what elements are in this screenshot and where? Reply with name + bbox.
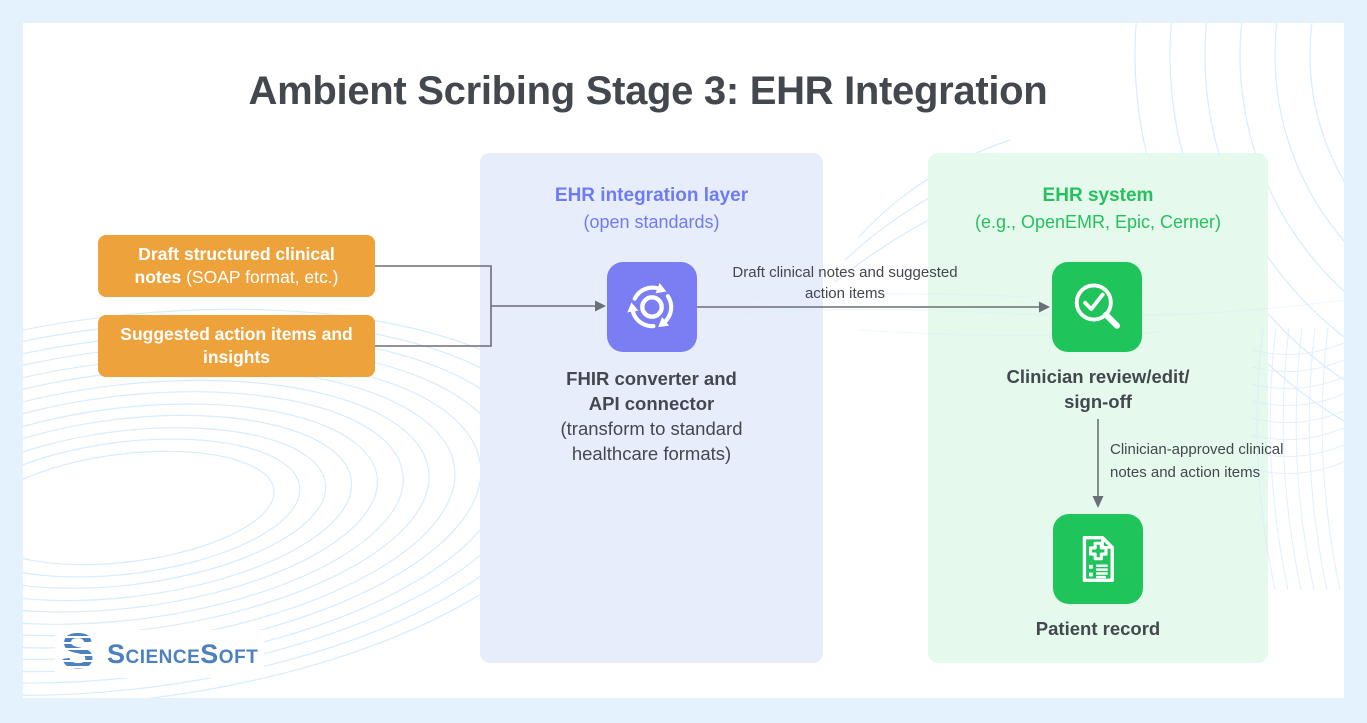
ehr-panel-subheading: (e.g., OpenEMR, Epic, Cerner) [974,212,1222,232]
merge-bracket [375,265,492,347]
integration-panel-heading: EHR integration layer [554,185,749,206]
integration-panel-subheading: (open standards) [583,212,720,232]
draft-notes-bold-text: Draft structured clinical notes [134,244,335,287]
arrow-to-record-head [1092,496,1104,508]
arrow-to-integration-head [595,300,606,312]
clinician-review-icon-tile [1052,262,1142,352]
flow-label-approved-notes: Clinician-approved clinical notes and ac… [1110,441,1284,481]
flow-label-draft-notes: Draft clinical notes and suggested actio… [732,264,958,302]
draft-notes-normal-text: (SOAP format, etc.) [181,267,339,287]
fhir-converter-icon-tile [607,262,697,352]
sciencesoft-logo-icon: S [61,632,103,676]
arrow-to-ehr-head [1039,301,1050,313]
ehr-integration-panel: EHR integration layer (open standards) [480,153,823,663]
fhir-converter-label: FHIR converter and API connector (transf… [560,368,743,464]
patient-record-label: Patient record [1035,618,1161,639]
ehr-panel-heading: EHR system [1042,185,1154,206]
page-title: Ambient Scribing Stage 3: EHR Integratio… [248,69,1048,113]
sciencesoft-logo: S ScienceSoft [55,630,265,678]
action-items-text: Suggested action items and insights [120,324,353,367]
sciencesoft-logo-text: ScienceSoft [107,638,259,669]
clinician-review-label: Clinician review/edit/ sign-off [1006,366,1190,412]
draft-notes-box: Draft structured clinical notes (SOAP fo… [98,235,375,297]
sync-cycle-icon [627,282,674,329]
medical-record-icon [1082,536,1114,582]
action-items-box: Suggested action items and insights [98,315,375,377]
magnifier-check-icon [1074,283,1120,329]
patient-record-icon-tile [1053,514,1143,604]
